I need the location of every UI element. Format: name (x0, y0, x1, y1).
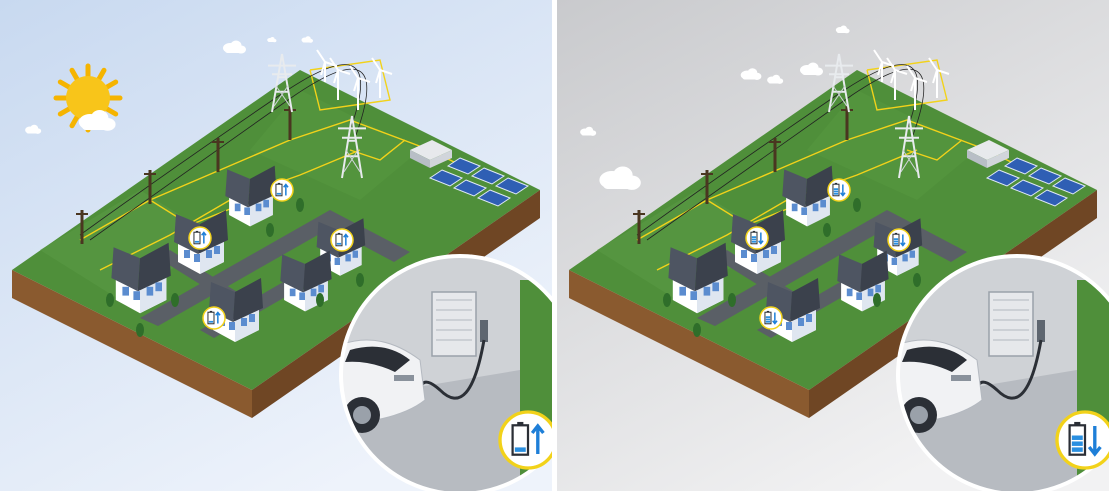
soil-left (12, 270, 252, 418)
battery-badge (1055, 410, 1109, 470)
night-illustration (557, 0, 1109, 491)
battery-badge (498, 410, 552, 470)
arrow-down-icon (840, 184, 846, 197)
arrow-up-icon (215, 311, 221, 324)
battery-badge (745, 226, 769, 250)
tree (693, 323, 701, 337)
tree (873, 293, 881, 307)
cloud-icon (223, 40, 246, 54)
battery-icon (207, 310, 215, 325)
house-icon (668, 242, 728, 314)
arrow-down-icon (772, 312, 778, 325)
transmission-tower-icon (338, 115, 366, 179)
arrow-down-icon (900, 234, 906, 247)
tree (823, 223, 831, 237)
cloud-icon (580, 126, 597, 136)
battery-badge (188, 226, 212, 250)
energy-storage-icon (410, 140, 452, 168)
battery-icon (275, 182, 283, 197)
battery-badge (330, 228, 354, 252)
arrow-down-icon (758, 232, 764, 245)
panel-day (0, 0, 552, 491)
cloud-icon (78, 110, 116, 131)
house-icon (782, 165, 834, 227)
tree (316, 293, 324, 307)
arrow-up-icon (283, 183, 289, 196)
house-icon (731, 210, 785, 274)
arrow-up-icon (201, 231, 207, 244)
cloud-icon (767, 74, 784, 84)
arrow-down-icon (1087, 426, 1102, 457)
energy-storage-icon (967, 140, 1009, 168)
battery-icon (764, 310, 772, 325)
cloud-icon (835, 25, 850, 34)
wall-charger-icon (431, 291, 488, 357)
solar-panel-icon (428, 157, 530, 207)
transmission-tower-icon (895, 115, 923, 179)
soil-left (569, 270, 809, 418)
tree (296, 198, 304, 212)
transmission-tower-icon (268, 53, 296, 113)
tree (136, 323, 144, 337)
battery-icon (193, 230, 201, 245)
tree (728, 293, 736, 307)
tree (853, 198, 861, 212)
magnifier-ring (896, 254, 1109, 491)
wind-turbine-icon (349, 65, 371, 110)
day-illustration (0, 0, 552, 491)
wall-charger-icon (988, 291, 1045, 357)
cloud-icon (267, 37, 277, 43)
tree (266, 223, 274, 237)
divider (552, 0, 557, 491)
tree (106, 293, 114, 307)
cloud-icon (740, 68, 762, 80)
house-icon (225, 165, 277, 227)
house-icon (111, 242, 171, 314)
tree (663, 293, 671, 307)
battery-badge (202, 306, 226, 330)
battery-icon (335, 232, 343, 247)
transmission-wires (79, 64, 368, 241)
battery-badge (827, 178, 851, 202)
wind-turbine-icon (873, 49, 895, 82)
house-icon (174, 210, 228, 274)
battery-badge (759, 306, 783, 330)
wind-turbine-icon (316, 49, 338, 82)
magnified-charging-view (339, 254, 552, 491)
electric-car-icon (899, 339, 983, 433)
road (140, 210, 410, 326)
battery-icon (892, 232, 900, 247)
arrow-up-icon (530, 423, 545, 454)
battery-badge (887, 228, 911, 252)
magnifier-ring (339, 254, 552, 491)
transmission-tower-icon (825, 53, 853, 113)
solar-panel-icon (985, 157, 1087, 207)
wind-turbine-icon (928, 57, 950, 98)
battery-icon (750, 230, 758, 245)
wind-turbine-icon (371, 57, 393, 98)
tree (913, 273, 921, 287)
arrow-up-icon (343, 233, 349, 246)
cloud-icon (599, 166, 641, 190)
battery-icon (511, 421, 530, 456)
panel-night (557, 0, 1109, 491)
wind-turbine-icon (906, 65, 928, 110)
tree (171, 293, 179, 307)
battery-icon (1068, 421, 1087, 456)
tree (356, 273, 364, 287)
cloud-icon (25, 124, 42, 134)
cloud-icon (800, 62, 823, 76)
road (697, 210, 967, 326)
cloud-icon (301, 36, 313, 43)
battery-badge (270, 178, 294, 202)
magnified-charging-view (896, 254, 1109, 491)
battery-icon (832, 182, 840, 197)
transmission-wires (636, 64, 925, 241)
